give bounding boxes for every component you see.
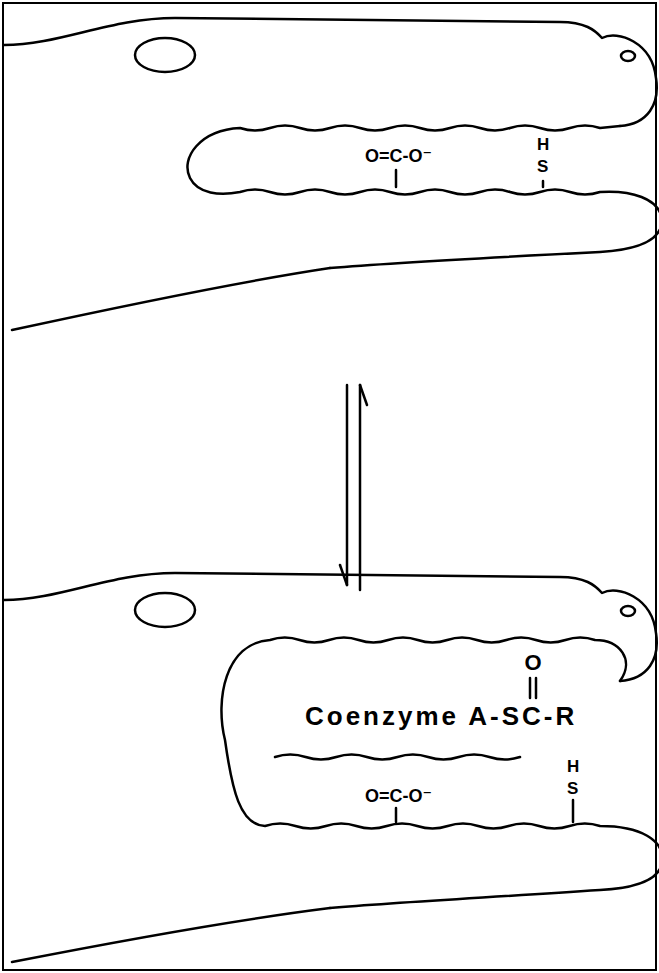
equilibrium-arrows — [340, 385, 367, 590]
atom-label: H — [537, 136, 549, 153]
double-bond — [529, 678, 532, 698]
arrow-barb — [360, 385, 367, 405]
lower-head — [4, 573, 659, 962]
chin-line — [12, 268, 330, 330]
atom-label: H — [567, 758, 579, 775]
bond — [395, 808, 398, 822]
head-outline — [4, 18, 657, 126]
atom-label: S — [537, 158, 548, 175]
bond — [542, 181, 545, 187]
atom-label: O — [524, 652, 541, 674]
eye — [135, 38, 195, 72]
head-outline — [4, 573, 657, 681]
double-bond — [535, 678, 538, 698]
eye — [135, 593, 195, 627]
pocket-line — [275, 755, 520, 760]
substrate-label: Coenzyme A-SC-R — [305, 703, 577, 729]
arrow-line — [359, 385, 362, 590]
bond — [572, 800, 575, 822]
open-mouth — [187, 126, 659, 269]
arrow-line — [346, 385, 349, 585]
nostril — [621, 51, 635, 61]
formula-label: O=C-O⁻ — [365, 787, 432, 805]
bond — [395, 170, 398, 187]
closed-mouth — [221, 638, 659, 909]
nostril — [621, 606, 635, 616]
upper-head — [4, 18, 659, 330]
chin-line — [12, 908, 330, 962]
atom-label: S — [567, 780, 578, 797]
formula-label: O=C-O⁻ — [365, 147, 432, 165]
